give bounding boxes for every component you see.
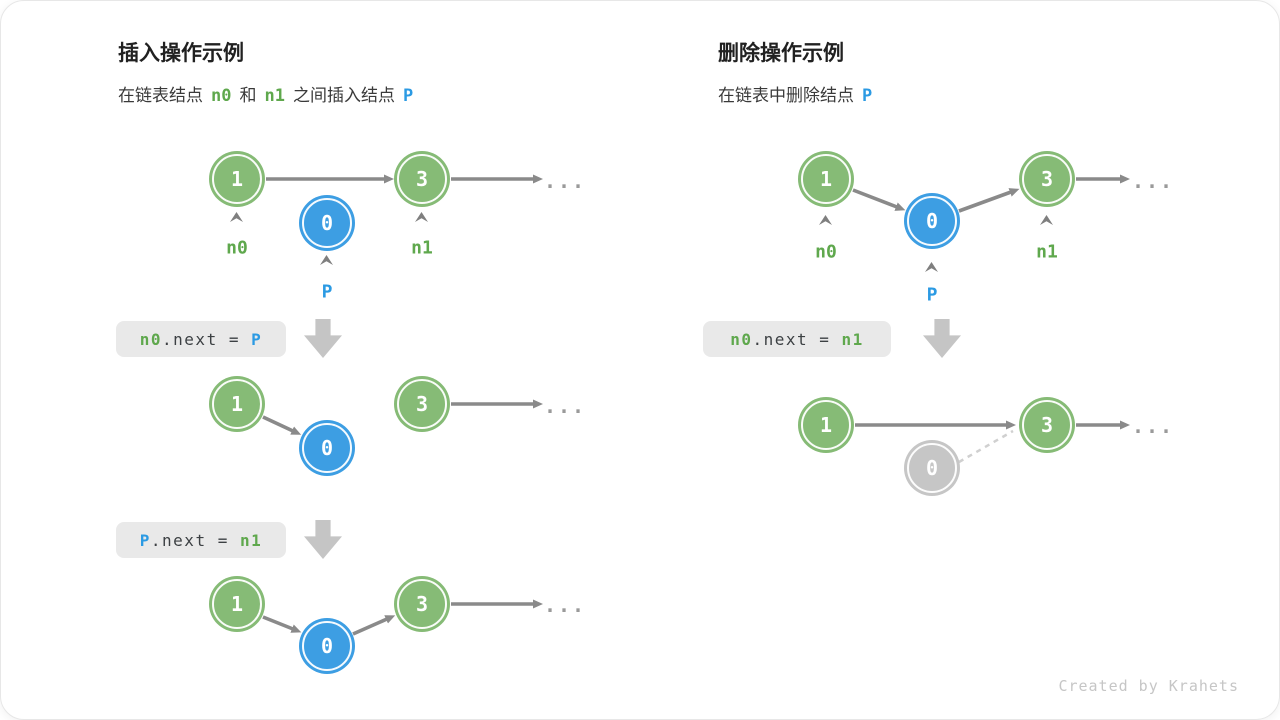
node-value: 0 xyxy=(925,456,939,480)
node-3: 3 xyxy=(1019,397,1075,453)
subtitle-text: 在链表结点 xyxy=(118,86,203,105)
pointer-caret-icon xyxy=(230,212,243,222)
credit-text: Created by Krahets xyxy=(1058,677,1239,695)
node-value: 1 xyxy=(230,392,244,416)
node-value: 3 xyxy=(415,167,429,191)
down-arrow-icon xyxy=(923,319,961,358)
arrow-insert-r3-n0-to-p xyxy=(262,615,302,633)
pointer-caret-icon xyxy=(925,262,938,272)
subtitle-p-token: P xyxy=(402,86,414,106)
node-1: 1 xyxy=(798,151,854,207)
ellipsis: ... xyxy=(1131,169,1175,193)
node-value: 3 xyxy=(415,592,429,616)
label-n1: n1 xyxy=(411,237,433,259)
ellipsis: ... xyxy=(543,169,587,193)
down-arrow-icon xyxy=(304,319,342,358)
node-0-p: 0 xyxy=(904,193,960,249)
down-arrow-icon xyxy=(304,520,342,559)
node-value: 0 xyxy=(320,436,334,460)
code-step1-delete: n0.next = n1 xyxy=(703,321,891,357)
code-lhs: P xyxy=(139,530,151,550)
node-value: 1 xyxy=(230,167,244,191)
node-value: 1 xyxy=(819,167,833,191)
label-n1: n1 xyxy=(1036,241,1058,263)
delete-section-title: 删除操作示例 xyxy=(718,42,844,65)
dashed-removed-link xyxy=(958,429,1014,464)
label-p: P xyxy=(926,284,938,306)
subtitle-text: 之间插入结点 xyxy=(292,86,395,105)
code-rhs: P xyxy=(251,329,263,349)
delete-section-subtitle: 在链表中删除结点 P xyxy=(718,81,880,106)
arrow-insert-r3-p-to-n1 xyxy=(352,615,396,636)
code-lhs: n0 xyxy=(730,329,753,349)
subtitle-n1-token: n1 xyxy=(264,86,285,106)
node-value: 3 xyxy=(1040,413,1054,437)
ellipsis: ... xyxy=(543,593,587,617)
code-op: .next = xyxy=(752,329,842,349)
label-p: P xyxy=(321,281,333,303)
pointer-caret-icon xyxy=(1040,215,1053,225)
code-lhs: n0 xyxy=(139,329,163,349)
subtitle-text: 在链表中删除结点 xyxy=(718,86,854,105)
node-1: 1 xyxy=(209,576,265,632)
label-n0: n0 xyxy=(815,241,837,263)
code-op: .next = xyxy=(150,530,240,550)
insert-section-subtitle: 在链表结点 n0 和 n1 之间插入结点 P xyxy=(118,81,421,106)
node-0-p: 0 xyxy=(299,195,355,251)
subtitle-text: 和 xyxy=(239,86,257,105)
node-value: 0 xyxy=(320,634,334,658)
arrow-insert-r2-n0-to-p xyxy=(262,415,302,435)
ellipsis: ... xyxy=(1131,414,1175,438)
node-1: 1 xyxy=(209,376,265,432)
node-3: 3 xyxy=(1019,151,1075,207)
node-3: 3 xyxy=(394,576,450,632)
label-n0: n0 xyxy=(226,237,248,259)
arrow-delete-r1-n0-to-p xyxy=(852,188,906,211)
code-step2-insert: P.next = n1 xyxy=(116,522,286,558)
subtitle-p-token: P xyxy=(862,86,873,106)
node-value: 1 xyxy=(819,413,833,437)
insert-section-title: 插入操作示例 xyxy=(118,42,244,65)
node-value: 1 xyxy=(230,592,244,616)
pointer-caret-icon xyxy=(819,215,832,225)
node-0-p: 0 xyxy=(299,618,355,674)
ellipsis: ... xyxy=(543,394,587,418)
node-value: 0 xyxy=(320,211,334,235)
code-rhs: n1 xyxy=(239,530,263,550)
subtitle-n0-token: n0 xyxy=(211,86,232,106)
node-3: 3 xyxy=(394,376,450,432)
node-0-removed: 0 xyxy=(904,440,960,496)
pointer-caret-icon xyxy=(415,212,428,222)
node-1: 1 xyxy=(798,397,854,453)
node-value: 3 xyxy=(415,392,429,416)
node-value: 3 xyxy=(1040,167,1054,191)
node-value: 0 xyxy=(925,209,939,233)
arrow-delete-r1-p-to-n1 xyxy=(958,188,1020,213)
code-rhs: n1 xyxy=(841,329,864,349)
node-0-p: 0 xyxy=(299,420,355,476)
code-step1-insert: n0.next = P xyxy=(116,321,286,357)
code-op: .next = xyxy=(162,329,252,349)
node-1: 1 xyxy=(209,151,265,207)
pointer-caret-icon xyxy=(320,255,333,265)
node-3: 3 xyxy=(394,151,450,207)
